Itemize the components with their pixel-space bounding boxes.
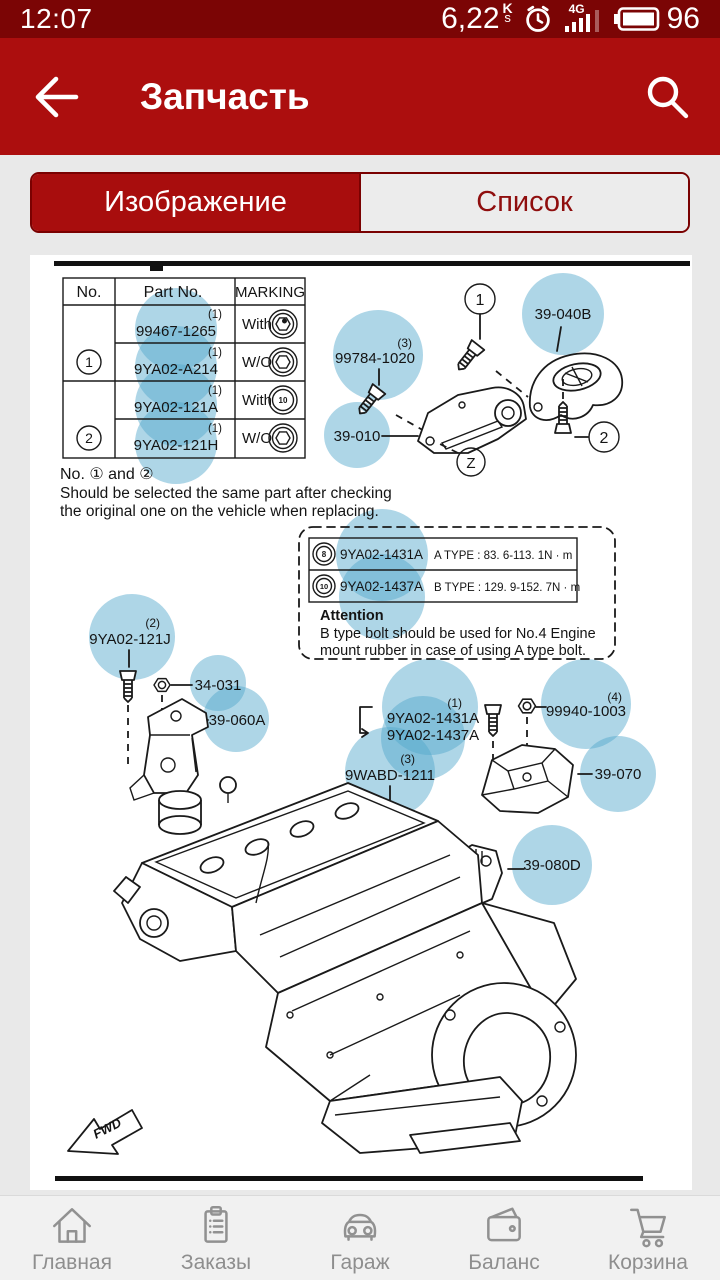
part-label[interactable]: 39-010 xyxy=(334,428,381,445)
svg-text:Part No.: Part No. xyxy=(144,284,203,301)
nav-item-garage[interactable]: Гараж xyxy=(288,1196,432,1280)
part-label[interactable]: 34-031 xyxy=(195,677,242,694)
svg-text:(1): (1) xyxy=(208,347,222,359)
tab-list[interactable]: Список xyxy=(359,174,688,231)
search-icon[interactable] xyxy=(642,72,692,122)
part-label[interactable]: 9YA02-1437A xyxy=(340,579,423,594)
svg-text:Should be selected the same pa: Should be selected the same part after c… xyxy=(60,485,392,502)
svg-text:(1): (1) xyxy=(447,696,462,710)
svg-text:2: 2 xyxy=(85,430,93,446)
part-number[interactable]: 9YA02-121A xyxy=(134,399,218,416)
svg-text:B TYPE : 129. 9-152. 7N · m: B TYPE : 129. 9-152. 7N · m xyxy=(434,582,580,594)
clipboard-icon xyxy=(204,1205,228,1243)
svg-text:No.: No. xyxy=(77,284,102,301)
svg-text:With: With xyxy=(242,316,272,333)
left-mount-group: (2) 9YA02-121J 34-031 39-060A xyxy=(89,616,266,801)
part-label[interactable]: 39-060A xyxy=(209,712,266,729)
nav-item-cart[interactable]: Корзина xyxy=(576,1196,720,1280)
parts-diagram-page[interactable]: No. Part No. MARKING 1 2 (1) 99467-1265 … xyxy=(30,255,692,1190)
svg-text:W/O: W/O xyxy=(242,354,272,371)
part-label[interactable]: 9YA02-1431A xyxy=(340,547,423,562)
part-number[interactable]: 99467-1265 xyxy=(136,323,216,340)
battery-percent: 96 xyxy=(666,2,700,35)
svg-text:A TYPE : 83. 6-113. 1N · m: A TYPE : 83. 6-113. 1N · m xyxy=(434,550,572,562)
part-number[interactable]: 9YA02-A214 xyxy=(134,361,218,378)
attention-box: 8 9YA02-1431A A TYPE : 83. 6-113. 1N · m… xyxy=(298,526,616,660)
part-label[interactable]: 99940-1003 xyxy=(546,703,626,720)
nav-item-home[interactable]: Главная xyxy=(0,1196,144,1280)
svg-text:(3): (3) xyxy=(397,336,412,350)
svg-text:No. ① and ②: No. ① and ② xyxy=(60,466,154,483)
part-label[interactable]: 99784-1020 xyxy=(335,350,415,367)
upper-assembly: 1 39-040B (3) 99784-1020 xyxy=(334,283,623,477)
svg-text:(3): (3) xyxy=(400,752,415,766)
highlight-circles xyxy=(89,273,656,905)
part-label[interactable]: 39-080D xyxy=(523,857,581,874)
svg-text:10: 10 xyxy=(320,582,328,591)
wallet-icon xyxy=(487,1207,521,1242)
svg-text:mount rubber in case of using: mount rubber in case of using A type bol… xyxy=(320,643,586,659)
svg-text:With: With xyxy=(242,392,272,409)
svg-text:1: 1 xyxy=(476,292,485,309)
svg-text:B type bolt should be used for: B type bolt should be used for No.4 Engi… xyxy=(320,626,596,642)
home-icon xyxy=(53,1208,91,1243)
note-text: No. ① and ② Should be selected the same … xyxy=(60,466,392,520)
svg-text:W/O: W/O xyxy=(242,430,272,447)
status-bar: 12:07 6,22 K s 4G xyxy=(0,0,720,38)
svg-text:(1): (1) xyxy=(208,423,222,435)
signal-strength-icon: 4G xyxy=(563,2,603,34)
page-bottom-rule xyxy=(55,1176,643,1181)
part-label[interactable]: 39-070 xyxy=(595,766,642,783)
view-switch-tabs: Изображение Список xyxy=(30,172,690,233)
alarm-clock-icon xyxy=(525,5,550,32)
svg-text:(1): (1) xyxy=(208,385,222,397)
fwd-arrow: FWD xyxy=(67,1109,143,1155)
marking-table: No. Part No. MARKING 1 2 (1) 99467-1265 … xyxy=(62,277,306,459)
svg-text:(1): (1) xyxy=(208,309,222,321)
back-icon[interactable] xyxy=(30,73,82,121)
car-icon xyxy=(343,1213,377,1241)
nav-item-orders[interactable]: Заказы xyxy=(144,1196,288,1280)
svg-text:8: 8 xyxy=(322,550,327,559)
svg-text:10: 10 xyxy=(279,396,288,405)
clock-time: 12:07 xyxy=(20,3,93,34)
part-label[interactable]: 9YA02-121J xyxy=(89,631,170,648)
svg-text:2: 2 xyxy=(600,430,609,447)
bottom-navigation: Главная Заказы Гараж xyxy=(0,1195,720,1280)
nav-item-balance[interactable]: Баланс xyxy=(432,1196,576,1280)
part-number[interactable]: 9YA02-121H xyxy=(134,437,219,454)
tab-image[interactable]: Изображение xyxy=(32,174,359,231)
battery-icon xyxy=(613,7,659,31)
page-top-rule xyxy=(54,261,690,266)
network-speed: 6,22 K s xyxy=(441,0,513,35)
svg-text:1: 1 xyxy=(85,354,93,370)
app-bar: Запчасть xyxy=(0,38,720,155)
svg-text:Attention: Attention xyxy=(320,608,384,624)
svg-text:MARKING: MARKING xyxy=(235,284,305,301)
page-title: Запчасть xyxy=(140,75,310,117)
part-label[interactable]: 9WABD-1211 xyxy=(345,767,435,784)
engine-illustration xyxy=(113,776,577,1154)
cart-icon xyxy=(630,1208,666,1248)
svg-text:Z: Z xyxy=(466,455,475,472)
part-label[interactable]: 39-040B xyxy=(535,306,592,323)
part-label[interactable]: 9YA02-1437A xyxy=(387,727,479,744)
svg-text:the original one on the vehicl: the original one on the vehicle when rep… xyxy=(60,503,379,520)
svg-text:(4): (4) xyxy=(607,690,622,704)
speed-unit: K s xyxy=(502,0,513,25)
svg-text:(2): (2) xyxy=(145,616,160,630)
part-label[interactable]: 9YA02-1431A xyxy=(387,710,479,727)
